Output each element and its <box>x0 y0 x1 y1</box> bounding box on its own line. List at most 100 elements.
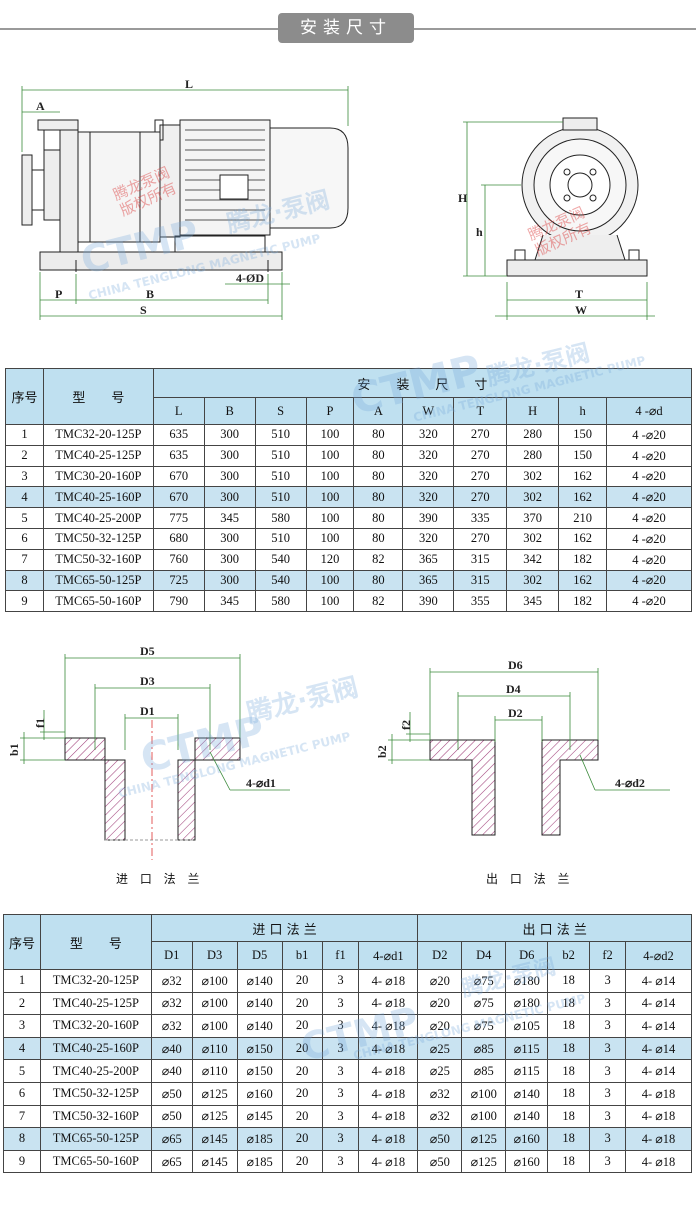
row-outlet-value: ⌀50 <box>417 1127 463 1151</box>
row-outlet-value: 3 <box>589 1081 627 1106</box>
col-header-inlet-2: D5 <box>236 941 283 970</box>
row-value: 725 <box>152 569 205 592</box>
row-inlet-value: ⌀160 <box>236 1081 283 1106</box>
row-outlet-value: ⌀25 <box>417 1059 463 1083</box>
row-outlet-value: 4- ⌀18 <box>625 1081 692 1106</box>
group-header-outlet: 出 口 法 兰 <box>417 914 692 942</box>
row-value: 355 <box>453 590 508 613</box>
row-value: 775 <box>152 507 205 529</box>
row-value: 80 <box>353 424 404 446</box>
row-no: 8 <box>5 569 44 592</box>
label-f2: f2 <box>399 720 413 730</box>
row-value: 100 <box>305 527 355 550</box>
row-value: 635 <box>152 444 205 467</box>
row-inlet-value: 3 <box>321 1127 360 1151</box>
row-value: 510 <box>254 486 307 509</box>
row-outlet-value: ⌀115 <box>505 1036 549 1061</box>
row-inlet-value: ⌀145 <box>191 1127 238 1151</box>
row-outlet-value: ⌀100 <box>461 1104 507 1129</box>
row-value: 580 <box>254 507 307 529</box>
dim-label-h: h <box>476 225 483 239</box>
row-inlet-value: ⌀65 <box>150 1149 193 1174</box>
row-value: 320 <box>402 444 455 467</box>
group-header-inlet: 进 口 法 兰 <box>150 914 419 942</box>
row-value: 320 <box>402 424 455 446</box>
row-inlet-value: ⌀100 <box>191 991 238 1016</box>
row-inlet-value: ⌀50 <box>150 1104 193 1129</box>
col-header-inlet-0: D1 <box>150 941 193 970</box>
row-value: 162 <box>558 527 608 550</box>
row-value: 390 <box>402 507 455 529</box>
row-outlet-value: 4- ⌀14 <box>625 969 692 993</box>
row-model: TMC40-25-160P <box>39 1036 152 1061</box>
row-model: TMC40-25-200P <box>42 507 154 529</box>
row-inlet-value: ⌀150 <box>236 1036 283 1061</box>
row-inlet-value: ⌀40 <box>150 1036 193 1061</box>
row-value: 270 <box>453 424 508 446</box>
row-inlet-value: ⌀140 <box>236 991 283 1016</box>
title-rule-left <box>0 28 278 30</box>
row-outlet-value: 4- ⌀18 <box>625 1127 692 1151</box>
row-inlet-value: ⌀100 <box>191 969 238 993</box>
col-header-inlet-1: D3 <box>191 941 238 970</box>
row-value: 510 <box>254 527 307 550</box>
row-no: 1 <box>3 969 41 993</box>
row-value: 80 <box>353 507 404 529</box>
label-b1: b1 <box>7 743 21 756</box>
col-header-2: S <box>254 397 307 425</box>
label-D4: D4 <box>506 682 521 696</box>
row-outlet-value: 4- ⌀18 <box>625 1149 692 1174</box>
row-no: 2 <box>3 991 41 1016</box>
row-model: TMC30-20-160P <box>42 465 154 488</box>
row-inlet-value: 3 <box>321 1036 360 1061</box>
row-value: 300 <box>203 527 256 550</box>
row-value: 760 <box>152 548 205 571</box>
label-D3: D3 <box>140 674 155 688</box>
label-D2: D2 <box>508 706 523 720</box>
row-value: 80 <box>353 486 404 509</box>
row-outlet-value: ⌀20 <box>417 991 463 1016</box>
row-outlet-value: 3 <box>589 1014 627 1038</box>
row-value: 510 <box>254 424 307 446</box>
col-header-8: h <box>558 397 608 425</box>
row-inlet-value: 20 <box>281 991 323 1016</box>
dim-label-holes: 4-ØD <box>236 271 264 285</box>
row-model: TMC50-32-160P <box>42 548 154 571</box>
row-inlet-value: 4- ⌀18 <box>358 1149 419 1174</box>
row-no: 3 <box>3 1014 41 1038</box>
row-value: 100 <box>305 424 355 446</box>
row-value: 4 -⌀20 <box>606 507 692 529</box>
row-outlet-value: ⌀105 <box>505 1014 549 1038</box>
row-value: 162 <box>558 569 608 592</box>
row-outlet-value: ⌀100 <box>461 1081 507 1106</box>
row-value: 790 <box>152 590 205 613</box>
row-no: 6 <box>3 1081 41 1106</box>
row-outlet-value: ⌀32 <box>417 1081 463 1106</box>
row-inlet-value: ⌀145 <box>236 1104 283 1129</box>
row-inlet-value: ⌀145 <box>191 1149 238 1174</box>
row-value: 80 <box>353 444 404 467</box>
row-no: 1 <box>5 424 44 446</box>
row-inlet-value: 20 <box>281 1104 323 1129</box>
row-no: 2 <box>5 444 44 467</box>
label-outlet-holes: 4-⌀d2 <box>615 776 645 790</box>
row-value: 345 <box>506 590 560 613</box>
row-outlet-value: ⌀125 <box>461 1149 507 1174</box>
row-value: 162 <box>558 465 608 488</box>
row-value: 370 <box>506 507 560 529</box>
row-outlet-value: ⌀85 <box>461 1059 507 1083</box>
row-outlet-value: 4- ⌀18 <box>625 1104 692 1129</box>
row-inlet-value: ⌀140 <box>236 969 283 993</box>
row-value: 4 -⌀20 <box>606 444 692 467</box>
row-no: 7 <box>3 1104 41 1129</box>
row-inlet-value: ⌀32 <box>150 991 193 1016</box>
row-no: 9 <box>5 590 44 613</box>
row-inlet-value: 4- ⌀18 <box>358 1014 419 1038</box>
row-value: 335 <box>453 507 508 529</box>
row-value: 270 <box>453 444 508 467</box>
col-header-5: W <box>402 397 455 425</box>
